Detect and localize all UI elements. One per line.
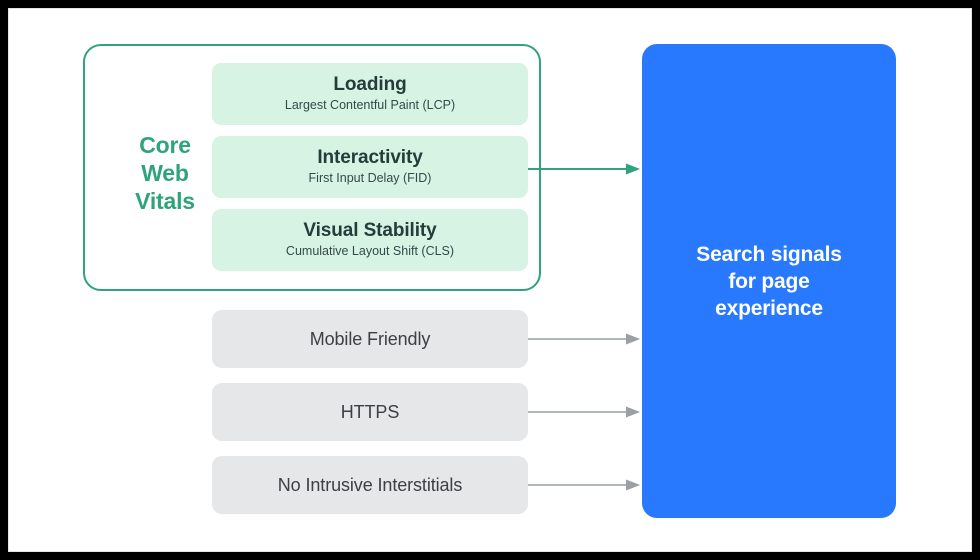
metric-subtitle: Largest Contentful Paint (LCP) <box>284 98 456 112</box>
metric-card-loading[interactable]: Loading Largest Contentful Paint (LCP) <box>212 63 528 125</box>
signal-card-https[interactable]: HTTPS <box>212 383 528 441</box>
no-intrusive-interstitials-arrow-icon <box>528 478 640 492</box>
metric-card-visual-stability[interactable]: Visual Stability Cumulative Layout Shift… <box>212 209 528 271</box>
signal-card-mobile-friendly[interactable]: Mobile Friendly <box>212 310 528 368</box>
metric-subtitle: Cumulative Layout Shift (CLS) <box>285 244 455 258</box>
metric-title: Interactivity <box>317 147 423 168</box>
signal-label: No Intrusive Interstitials <box>277 474 463 495</box>
metric-title: Visual Stability <box>303 220 437 241</box>
metric-card-interactivity[interactable]: Interactivity First Input Delay (FID) <box>212 136 528 198</box>
core-web-vitals-arrow-icon <box>528 162 640 176</box>
search-signals-panel-text: Search signals for page experience <box>674 241 864 322</box>
core-web-vitals-label-line-1: Core <box>139 132 191 158</box>
search-signals-line-3: experience <box>715 296 823 320</box>
core-web-vitals-label-line-3: Vitals <box>135 188 195 214</box>
search-signals-line-2: for page <box>728 269 810 293</box>
signal-label: Mobile Friendly <box>309 328 431 349</box>
signal-card-no-intrusive-interstitials[interactable]: No Intrusive Interstitials <box>212 456 528 514</box>
mobile-friendly-arrow-icon <box>528 332 640 346</box>
search-signals-panel[interactable]: Search signals for page experience <box>642 44 896 518</box>
signal-label: HTTPS <box>340 401 400 422</box>
https-arrow-icon <box>528 405 640 419</box>
diagram-canvas: Core Web Vitals Loading Largest Contentf… <box>8 8 972 552</box>
core-web-vitals-group <box>83 44 541 291</box>
metric-title: Loading <box>333 74 407 95</box>
core-web-vitals-label-line-2: Web <box>141 160 189 186</box>
search-signals-line-1: Search signals <box>696 242 842 266</box>
metric-subtitle: First Input Delay (FID) <box>308 171 432 185</box>
core-web-vitals-label: Core Web Vitals <box>119 131 211 215</box>
